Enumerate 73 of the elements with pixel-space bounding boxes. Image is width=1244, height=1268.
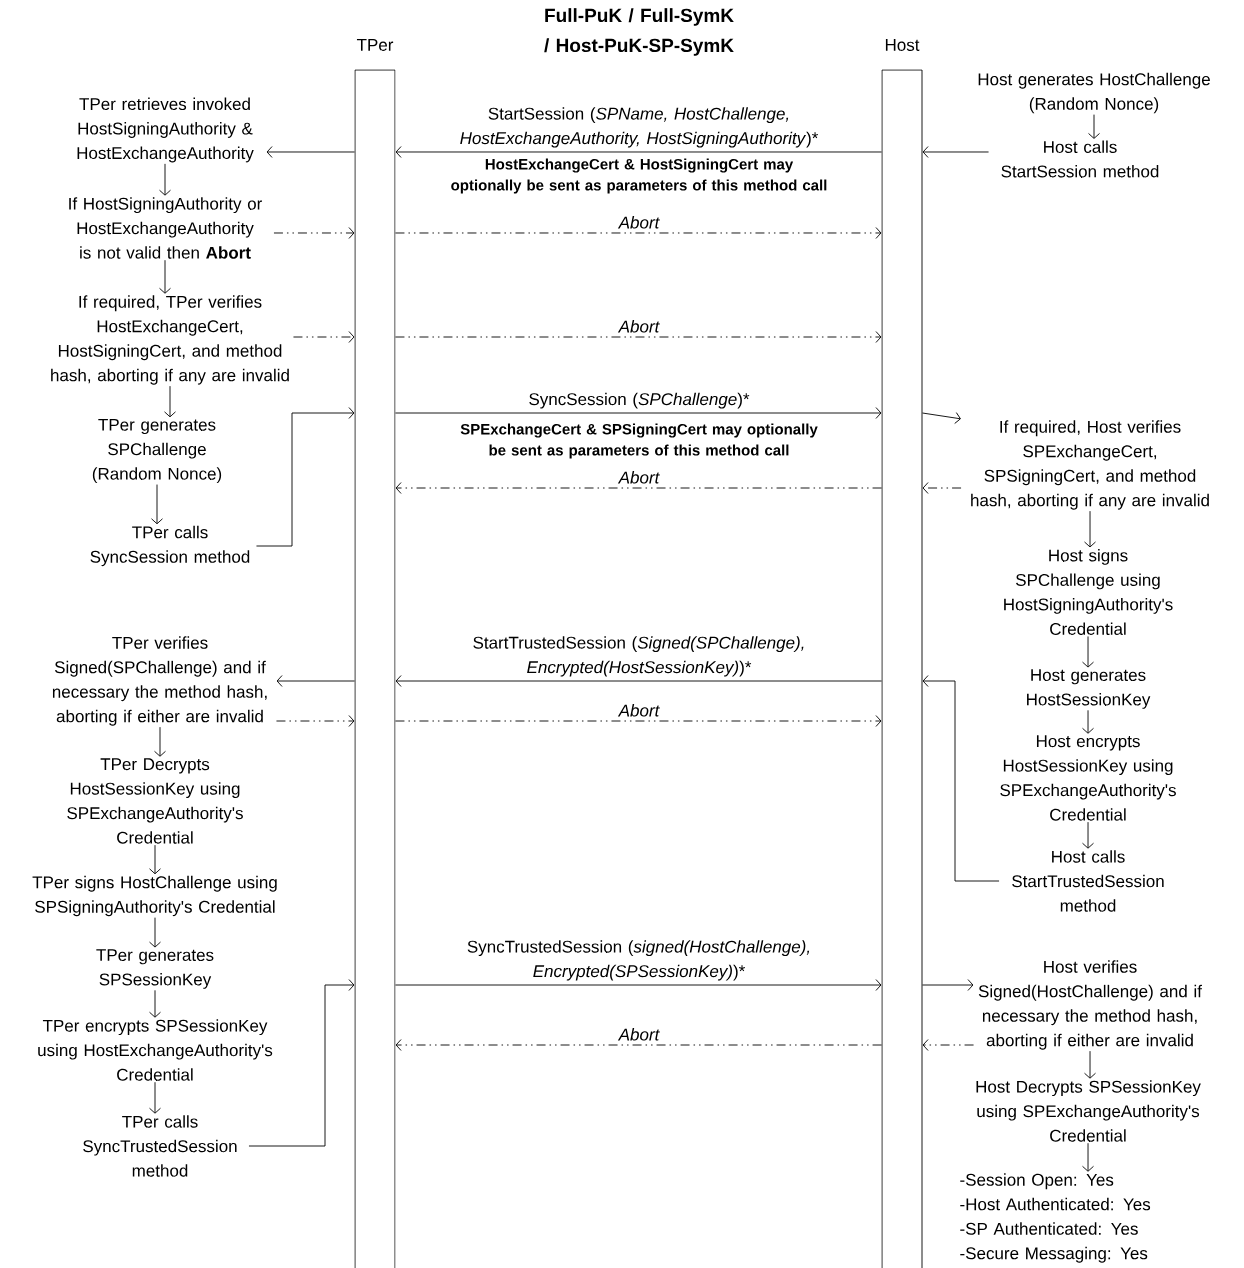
step-text: Host verifies Signed(HostChallenge) and if necessary the method hash, aborting if either are invalid <box>978 960 1202 1050</box>
step-arrow <box>154 726 166 757</box>
step-text: TPer retrieves invoked HostSigningAuthority & HostExchangeAuthority <box>77 97 254 163</box>
step-arrow <box>1082 821 1094 849</box>
message-label: Abort <box>617 704 660 717</box>
step-arrow <box>149 989 161 1018</box>
step-text: Host generates HostSessionKey <box>1027 669 1151 709</box>
message-label: SyncSession (SPChallenge)* <box>529 392 750 409</box>
step-text: If HostSigningAuthority or HostExchangeAuthority is not valid then Abort <box>69 197 262 259</box>
message-arrow <box>395 675 882 687</box>
step-text: TPer generates SPChallenge (Random Nonce) <box>92 418 222 484</box>
diagram-title: Full-PuK / Full-SymK / Host-PuK-SP-SymK <box>544 8 734 56</box>
message-label: StartTrustedSession (Signed(SPChallenge), Encrypted(HostSessionKey))* <box>473 636 804 677</box>
step-arrow <box>1084 1050 1096 1079</box>
abort-arrow <box>395 1039 882 1051</box>
step-text: If required, TPer verifies HostExchangeCert, HostSigningCert, and method hash, aborting if any are invalid <box>51 295 289 385</box>
step-arrow <box>1088 114 1100 139</box>
abort-arrow <box>922 1039 974 1051</box>
step-text: Host calls StartTrustedSession method <box>1012 850 1164 912</box>
step-arrow <box>256 407 355 547</box>
message-label: Abort <box>617 216 660 229</box>
step-text: Host generates HostChallenge (Random Nonce) <box>978 72 1210 114</box>
abort-arrow <box>293 331 355 343</box>
message-label: StartSession (SPName, HostChallenge, HostExchangeAuthority, HostSigningAuthority)* <box>460 107 819 148</box>
message-arrow <box>395 979 882 991</box>
abort-arrow <box>276 715 355 727</box>
message-label: SyncTrustedSession (signed(HostChallenge), Encrypted(SPSessionKey))* <box>467 940 810 981</box>
note-text: SPExchangeCert & SPSigningCert may optionally be sent as parameters of this method call <box>460 423 818 459</box>
step-text: TPer calls SyncTrustedSession method <box>83 1115 237 1177</box>
lifeline: TPer <box>354 39 396 1268</box>
step-arrow <box>1084 510 1096 548</box>
abort-arrow <box>395 482 882 494</box>
abort-arrow <box>395 715 882 727</box>
step-text: TPer verifies Signed(SPChallenge) and if necessary the method hash, aborting if either are invalid <box>52 636 267 726</box>
message-label: Abort <box>617 1028 660 1041</box>
abort-arrow <box>922 482 962 494</box>
abort-arrow <box>273 227 355 239</box>
message-arrow <box>395 146 882 158</box>
step-text: TPer calls SyncSession method <box>90 525 250 567</box>
step-arrow <box>922 979 974 991</box>
step-text: Host encrypts HostSessionKey using SPExchangeAuthority's Credential <box>1000 735 1176 821</box>
step-arrow <box>922 412 961 424</box>
message-label: Abort <box>617 320 660 333</box>
message-label: Abort <box>617 471 660 484</box>
abort-arrow <box>395 331 882 343</box>
step-arrow <box>1082 709 1094 734</box>
step-text: TPer Decrypts HostSessionKey using SPExchangeAuthority's Credential <box>67 758 243 844</box>
step-arrow <box>922 675 1000 882</box>
step-text: TPer signs HostChallenge using SPSigningAuthority's Credential <box>32 875 277 917</box>
step-arrow <box>266 146 355 158</box>
step-arrow <box>159 259 171 294</box>
step-text: If required, Host verifies SPExchangeCert, SPSigningCert, and method hash, aborting if any are invalid <box>971 420 1209 510</box>
step-arrow <box>1082 636 1094 668</box>
note-text: HostExchangeCert & HostSigningCert may optionally be sent as parameters of this method call <box>451 158 827 194</box>
step-arrow <box>149 917 161 948</box>
step-text: TPer generates SPSessionKey <box>96 949 214 989</box>
step-arrow <box>276 675 355 687</box>
step-arrow <box>922 146 990 158</box>
step-text: Host calls StartSession method <box>1001 140 1159 178</box>
abort-arrow <box>395 227 882 239</box>
lifeline: Host <box>881 39 923 1268</box>
step-arrow <box>151 484 163 525</box>
step-text: -Session Open: Yes -Host Authenticated: Yes -SP Authenticated: Yes -Secure Messaging: Yes <box>960 1173 1151 1263</box>
message-arrow <box>395 407 882 419</box>
step-arrow <box>1082 1142 1094 1172</box>
step-text: TPer encrypts SPSessionKey using HostExchangeAuthority's Credential <box>38 1019 273 1081</box>
step-arrow <box>159 163 171 196</box>
step-arrow <box>248 979 355 1147</box>
step-text: Host signs SPChallenge using HostSigningAuthority's Credential <box>1004 549 1173 635</box>
step-text: Host Decrypts SPSessionKey using SPExchangeAuthority's Credential <box>976 1080 1201 1142</box>
step-arrow <box>149 1081 161 1114</box>
step-arrow <box>164 385 176 418</box>
step-arrow <box>149 844 161 875</box>
